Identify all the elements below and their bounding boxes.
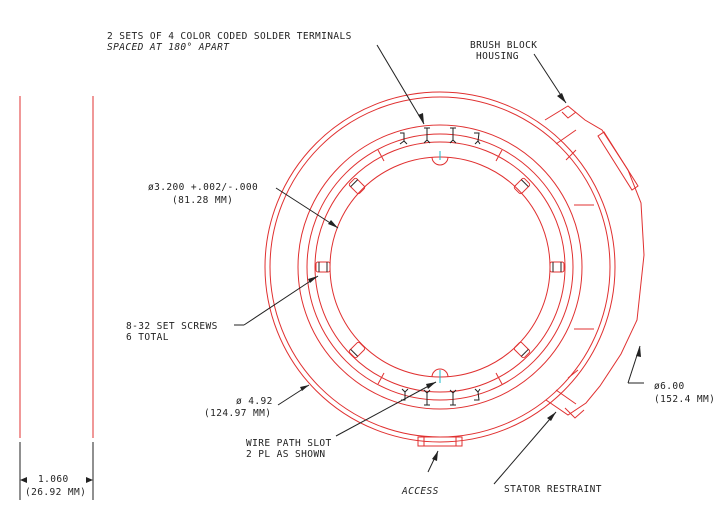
set-screw [513,341,531,359]
solder-terminal [423,389,431,406]
bore-leader [275,187,339,229]
set-screw [315,261,331,273]
set-screw [513,177,531,195]
arrowhead [418,113,424,124]
terminals-leader [376,44,425,125]
access-tab [417,436,463,447]
outer-diameter-line2: (152.4 MM) [654,394,715,405]
stator-restraint-label: STATOR RESTRAINT [504,484,602,495]
ring-notch [495,372,503,385]
bore-dimension-line2: (81.28 MM) [172,195,233,206]
solder-terminal [449,127,457,144]
bore-dimension-line1: ø3.200 +.002/-.000 [148,182,258,193]
solder-terminals-top [399,127,481,145]
set-screws-label-line1: 8-32 SET SCREWS [126,321,218,332]
set-screw [348,341,366,359]
arrowhead [86,477,93,483]
solder-terminal [423,127,431,144]
ring-notch [377,149,385,162]
solder-terminal [474,388,481,401]
od-dimension-line1: ø 4.92 [236,396,273,407]
od-dimension-line2: (124.97 MM) [204,408,271,419]
solder-terminal [399,132,408,145]
brush-block-housing [544,105,645,419]
annotation-text: 2 SETS OF 4 COLOR CODED SOLDER TERMINALS… [25,31,715,498]
brush-block-label-line1: BRUSH BLOCK [470,40,537,51]
set-screws-label-line2: 6 TOTAL [126,332,169,343]
arrowhead [308,276,318,283]
ring-notch [495,149,503,162]
arrowhead [426,382,436,389]
arrowhead [432,451,438,461]
side-view [19,96,94,500]
arrowhead [547,412,556,421]
slot-leader [335,381,437,437]
wire-slot-label-line2: 2 PL AS SHOWN [246,449,326,460]
brush-block-label-line2: HOUSING [476,51,519,62]
screws-leader [243,275,319,326]
wire-path-slot-top [431,156,449,166]
terminals-note-line2: SPACED AT 180° APART [107,42,230,53]
leader-lines [234,44,644,485]
arrowhead [20,477,27,483]
body-circle-outer [297,124,583,410]
access-label: ACCESS [401,486,439,497]
solder-terminal [449,389,457,406]
terminals-note-line1: 2 SETS OF 4 COLOR CODED SOLDER TERMINALS [107,31,352,42]
set-screw [549,261,565,273]
arrowhead [328,220,338,228]
body-circle-mid [306,133,574,401]
outer-flange-inner-circle [269,96,611,438]
ring-notch [377,372,385,385]
set-screw [348,177,366,195]
solder-terminals-bottom [401,388,481,406]
outer-diameter-line1: ø6.00 [654,381,685,392]
arrowhead [557,93,566,103]
body-circle-inner [314,141,566,393]
width-dimension-line1: 1.060 [38,474,69,485]
wire-slot-label-line1: WIRE PATH SLOT [246,438,332,449]
width-dimension-line2: (26.92 MM) [25,487,86,498]
stator-leader [493,411,557,485]
arrowhead [636,346,641,357]
front-view [264,91,645,447]
solder-terminal [474,132,481,145]
outer-flange-circle [264,91,616,443]
arrowheads [20,93,641,483]
arrowhead [300,385,309,391]
wire-path-slot-bottom [431,368,449,378]
